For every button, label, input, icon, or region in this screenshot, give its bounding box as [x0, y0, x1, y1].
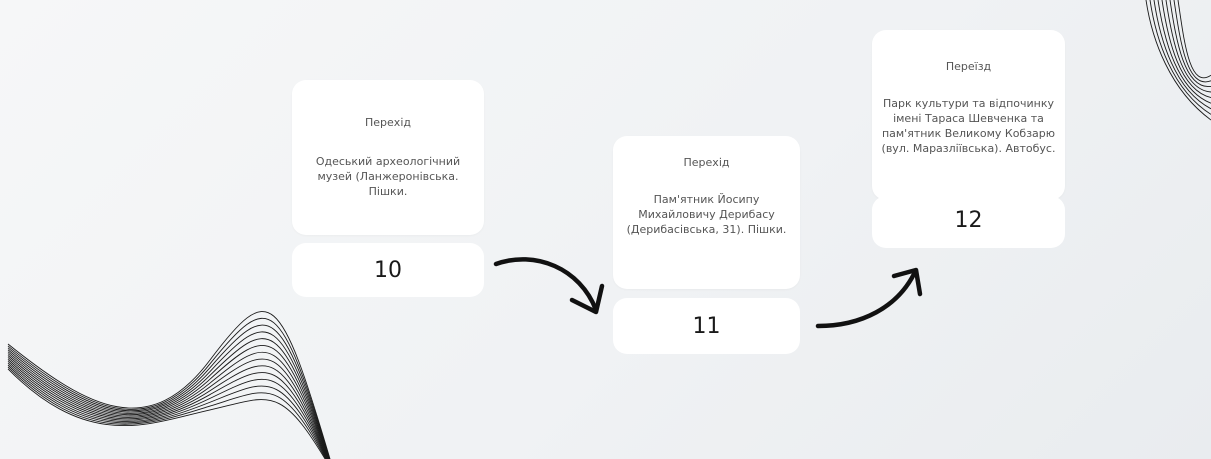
wave-line	[7, 364, 327, 459]
step-card-2: Перехід Пам'ятник Йосипу Михайловичу Дер…	[613, 136, 800, 289]
wave-line	[7, 344, 330, 459]
wave-line	[1165, 0, 1211, 93]
step-description: Одеський археологічний музей (Ланжеронів…	[315, 155, 461, 198]
wave-line	[7, 357, 329, 459]
wave-line	[1145, 0, 1211, 121]
wave-line	[1173, 0, 1211, 83]
wave-line	[7, 359, 329, 459]
step-type-label: Переїзд	[945, 60, 992, 73]
wave-line	[1157, 0, 1211, 104]
wave-lines-top-right	[1145, 0, 1211, 121]
wave-line	[1169, 0, 1211, 87]
wave-line	[7, 362, 328, 459]
curved-arrow-icon	[815, 267, 923, 329]
wave-line	[7, 338, 330, 459]
wave-lines-bottom-left	[7, 311, 331, 459]
wave-line	[7, 311, 331, 459]
wave-line	[1153, 0, 1211, 110]
step-card-1: Перехід Одеський археологічний музей (Ла…	[292, 80, 484, 235]
wave-line	[7, 351, 329, 459]
wave-line	[7, 368, 326, 459]
wave-line	[7, 366, 327, 459]
wave-line	[1161, 0, 1211, 99]
wave-line	[7, 360, 328, 459]
step-card-3: Переїзд Парк культури та відпочинку імен…	[872, 30, 1065, 200]
step-number-3: 12	[872, 196, 1065, 248]
step-number-1: 10	[292, 243, 484, 297]
step-description: Пам'ятник Йосипу Михайловичу Дерибасу (Д…	[626, 193, 787, 236]
step-type-label: Перехід	[365, 116, 411, 129]
wave-line	[7, 324, 331, 459]
curved-arrow-icon	[493, 257, 605, 315]
wave-line	[7, 318, 331, 459]
step-description: Парк культури та відпочинку імені Тараса…	[881, 97, 1056, 155]
wave-line	[1177, 0, 1211, 79]
step-type-label: Перехід	[683, 156, 730, 169]
wave-line	[1149, 0, 1211, 115]
step-number-2: 11	[613, 298, 800, 354]
wave-line	[7, 331, 330, 459]
